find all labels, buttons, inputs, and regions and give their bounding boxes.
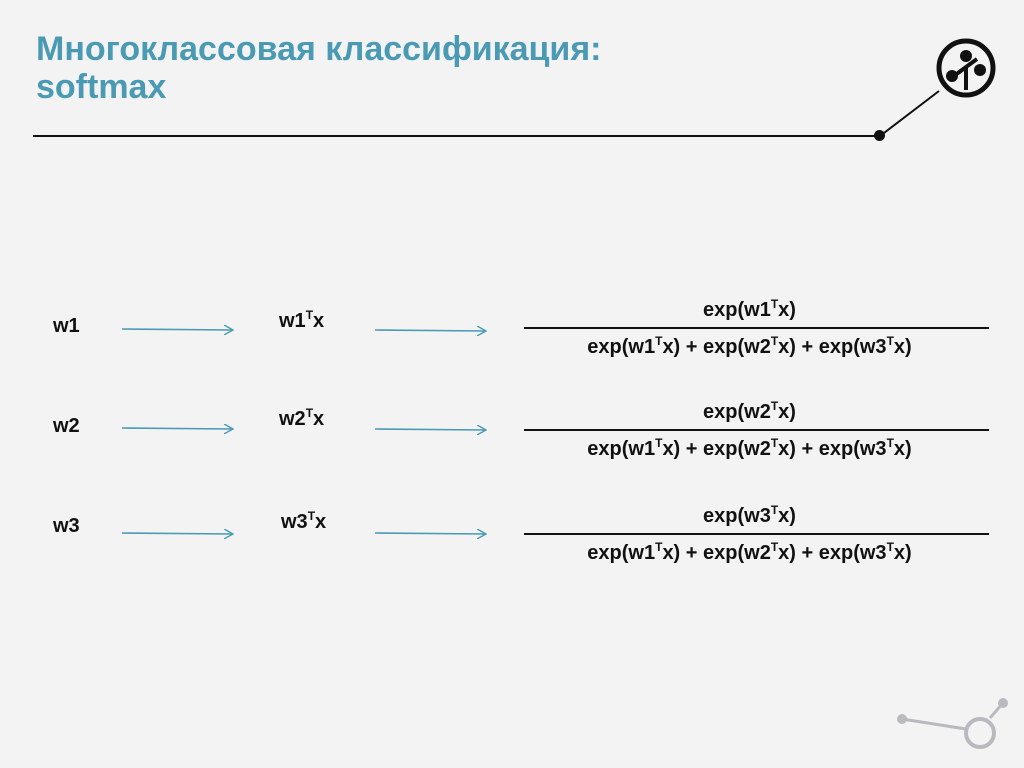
den-term-3-tail: x) xyxy=(893,438,912,460)
den-term-2: exp(w2 xyxy=(703,438,771,460)
softmax-numerator-3: exp(w3Tx) xyxy=(510,503,989,529)
den-term-3-tail: x) xyxy=(893,336,912,358)
den-term-1: exp(w1 xyxy=(587,438,656,460)
slide-title-line-2: softmax xyxy=(36,68,167,106)
softmax-numerator-2: exp(w2Tx) xyxy=(510,399,989,425)
numerator-1-base: exp(w1 xyxy=(703,299,771,321)
fraction-bar-3 xyxy=(524,533,989,535)
numerator-2-sup: T xyxy=(770,399,779,413)
softmax-fraction-3: exp(w3Tx) exp(w1Tx) + exp(w2Tx) + exp(w3… xyxy=(524,503,989,565)
slide-title: Многоклассовая классификация: softmax xyxy=(36,30,601,106)
numerator-1-tail: x) xyxy=(778,299,796,321)
den-term-3: exp(w3 xyxy=(818,438,887,460)
dot-product-w2: w2Tx xyxy=(279,406,325,431)
den-term-2-sup: T xyxy=(770,540,779,554)
den-term-3: exp(w3 xyxy=(818,542,887,564)
right-arrow-icon xyxy=(121,428,233,429)
softmax-fraction-1: exp(w1Tx) exp(w1Tx) + exp(w2Tx) + exp(w3… xyxy=(524,297,989,359)
den-term-1-tail: x) + xyxy=(662,438,704,460)
dot-product-w3-tail: x xyxy=(315,511,327,533)
numerator-2-tail: x) xyxy=(778,401,796,423)
softmax-fraction-2: exp(w2Tx) exp(w1Tx) + exp(w2Tx) + exp(w3… xyxy=(524,399,989,461)
den-term-1-sup: T xyxy=(655,540,663,554)
den-term-2-tail: x) + xyxy=(778,542,819,564)
den-term-2-sup: T xyxy=(770,436,779,450)
dot-product-w2-tail: x xyxy=(313,408,325,430)
den-term-3-sup: T xyxy=(886,540,894,554)
den-term-2-tail: x) + xyxy=(778,336,819,358)
numerator-1-sup: T xyxy=(770,297,779,311)
right-arrow-icon xyxy=(121,329,233,330)
den-term-1-sup: T xyxy=(655,334,663,348)
softmax-denominator-2: exp(w1Tx) + exp(w2Tx) + exp(w3Tx) xyxy=(510,437,989,461)
weight-label-w2: w2 xyxy=(53,415,80,437)
header-divider xyxy=(33,135,881,137)
numerator-3-sup: T xyxy=(770,503,779,517)
den-term-1: exp(w1 xyxy=(587,336,656,358)
den-term-1-tail: x) + xyxy=(662,542,704,564)
numerator-3-base: exp(w3 xyxy=(703,505,771,527)
right-arrow-icon xyxy=(121,533,233,534)
dot-product-w1-sup: T xyxy=(305,308,314,322)
numerator-3-tail: x) xyxy=(778,505,796,527)
den-term-2-tail: x) + xyxy=(778,438,819,460)
dot-product-w1-base: w1 xyxy=(279,310,306,332)
softmax-numerator-1: exp(w1Tx) xyxy=(510,297,989,323)
softmax-denominator-3: exp(w1Tx) + exp(w2Tx) + exp(w3Tx) xyxy=(510,541,989,565)
right-arrow-icon xyxy=(374,330,486,331)
header-divider-dot xyxy=(874,130,885,141)
den-term-3-tail: x) xyxy=(893,542,912,564)
den-term-1-sup: T xyxy=(655,436,663,450)
den-term-2: exp(w2 xyxy=(703,336,771,358)
dot-product-w1-tail: x xyxy=(313,310,325,332)
softmax-denominator-1: exp(w1Tx) + exp(w2Tx) + exp(w3Tx) xyxy=(510,335,989,359)
den-term-1: exp(w1 xyxy=(587,542,656,564)
den-term-3: exp(w3 xyxy=(818,336,887,358)
den-term-3-sup: T xyxy=(886,334,894,348)
den-term-1-tail: x) + xyxy=(662,336,704,358)
dot-product-w3-sup: T xyxy=(307,509,316,523)
dot-product-w1: w1Tx xyxy=(279,308,325,333)
den-term-2-sup: T xyxy=(770,334,779,348)
right-arrow-icon xyxy=(374,533,486,534)
dot-product-w3-base: w3 xyxy=(281,511,308,533)
weight-label-w3: w3 xyxy=(53,515,80,537)
fraction-bar-1 xyxy=(524,327,989,329)
dot-product-w2-base: w2 xyxy=(279,408,306,430)
fraction-bar-2 xyxy=(524,429,989,431)
dot-product-w2-sup: T xyxy=(305,406,314,420)
den-term-3-sup: T xyxy=(886,436,894,450)
numerator-2-base: exp(w2 xyxy=(703,401,771,423)
slide-title-line-1: Многоклассовая классификация: xyxy=(36,30,602,68)
den-term-2: exp(w2 xyxy=(703,542,771,564)
dot-product-w3: w3Tx xyxy=(281,509,327,534)
weight-label-w1: w1 xyxy=(53,315,80,337)
right-arrow-icon xyxy=(374,429,486,430)
